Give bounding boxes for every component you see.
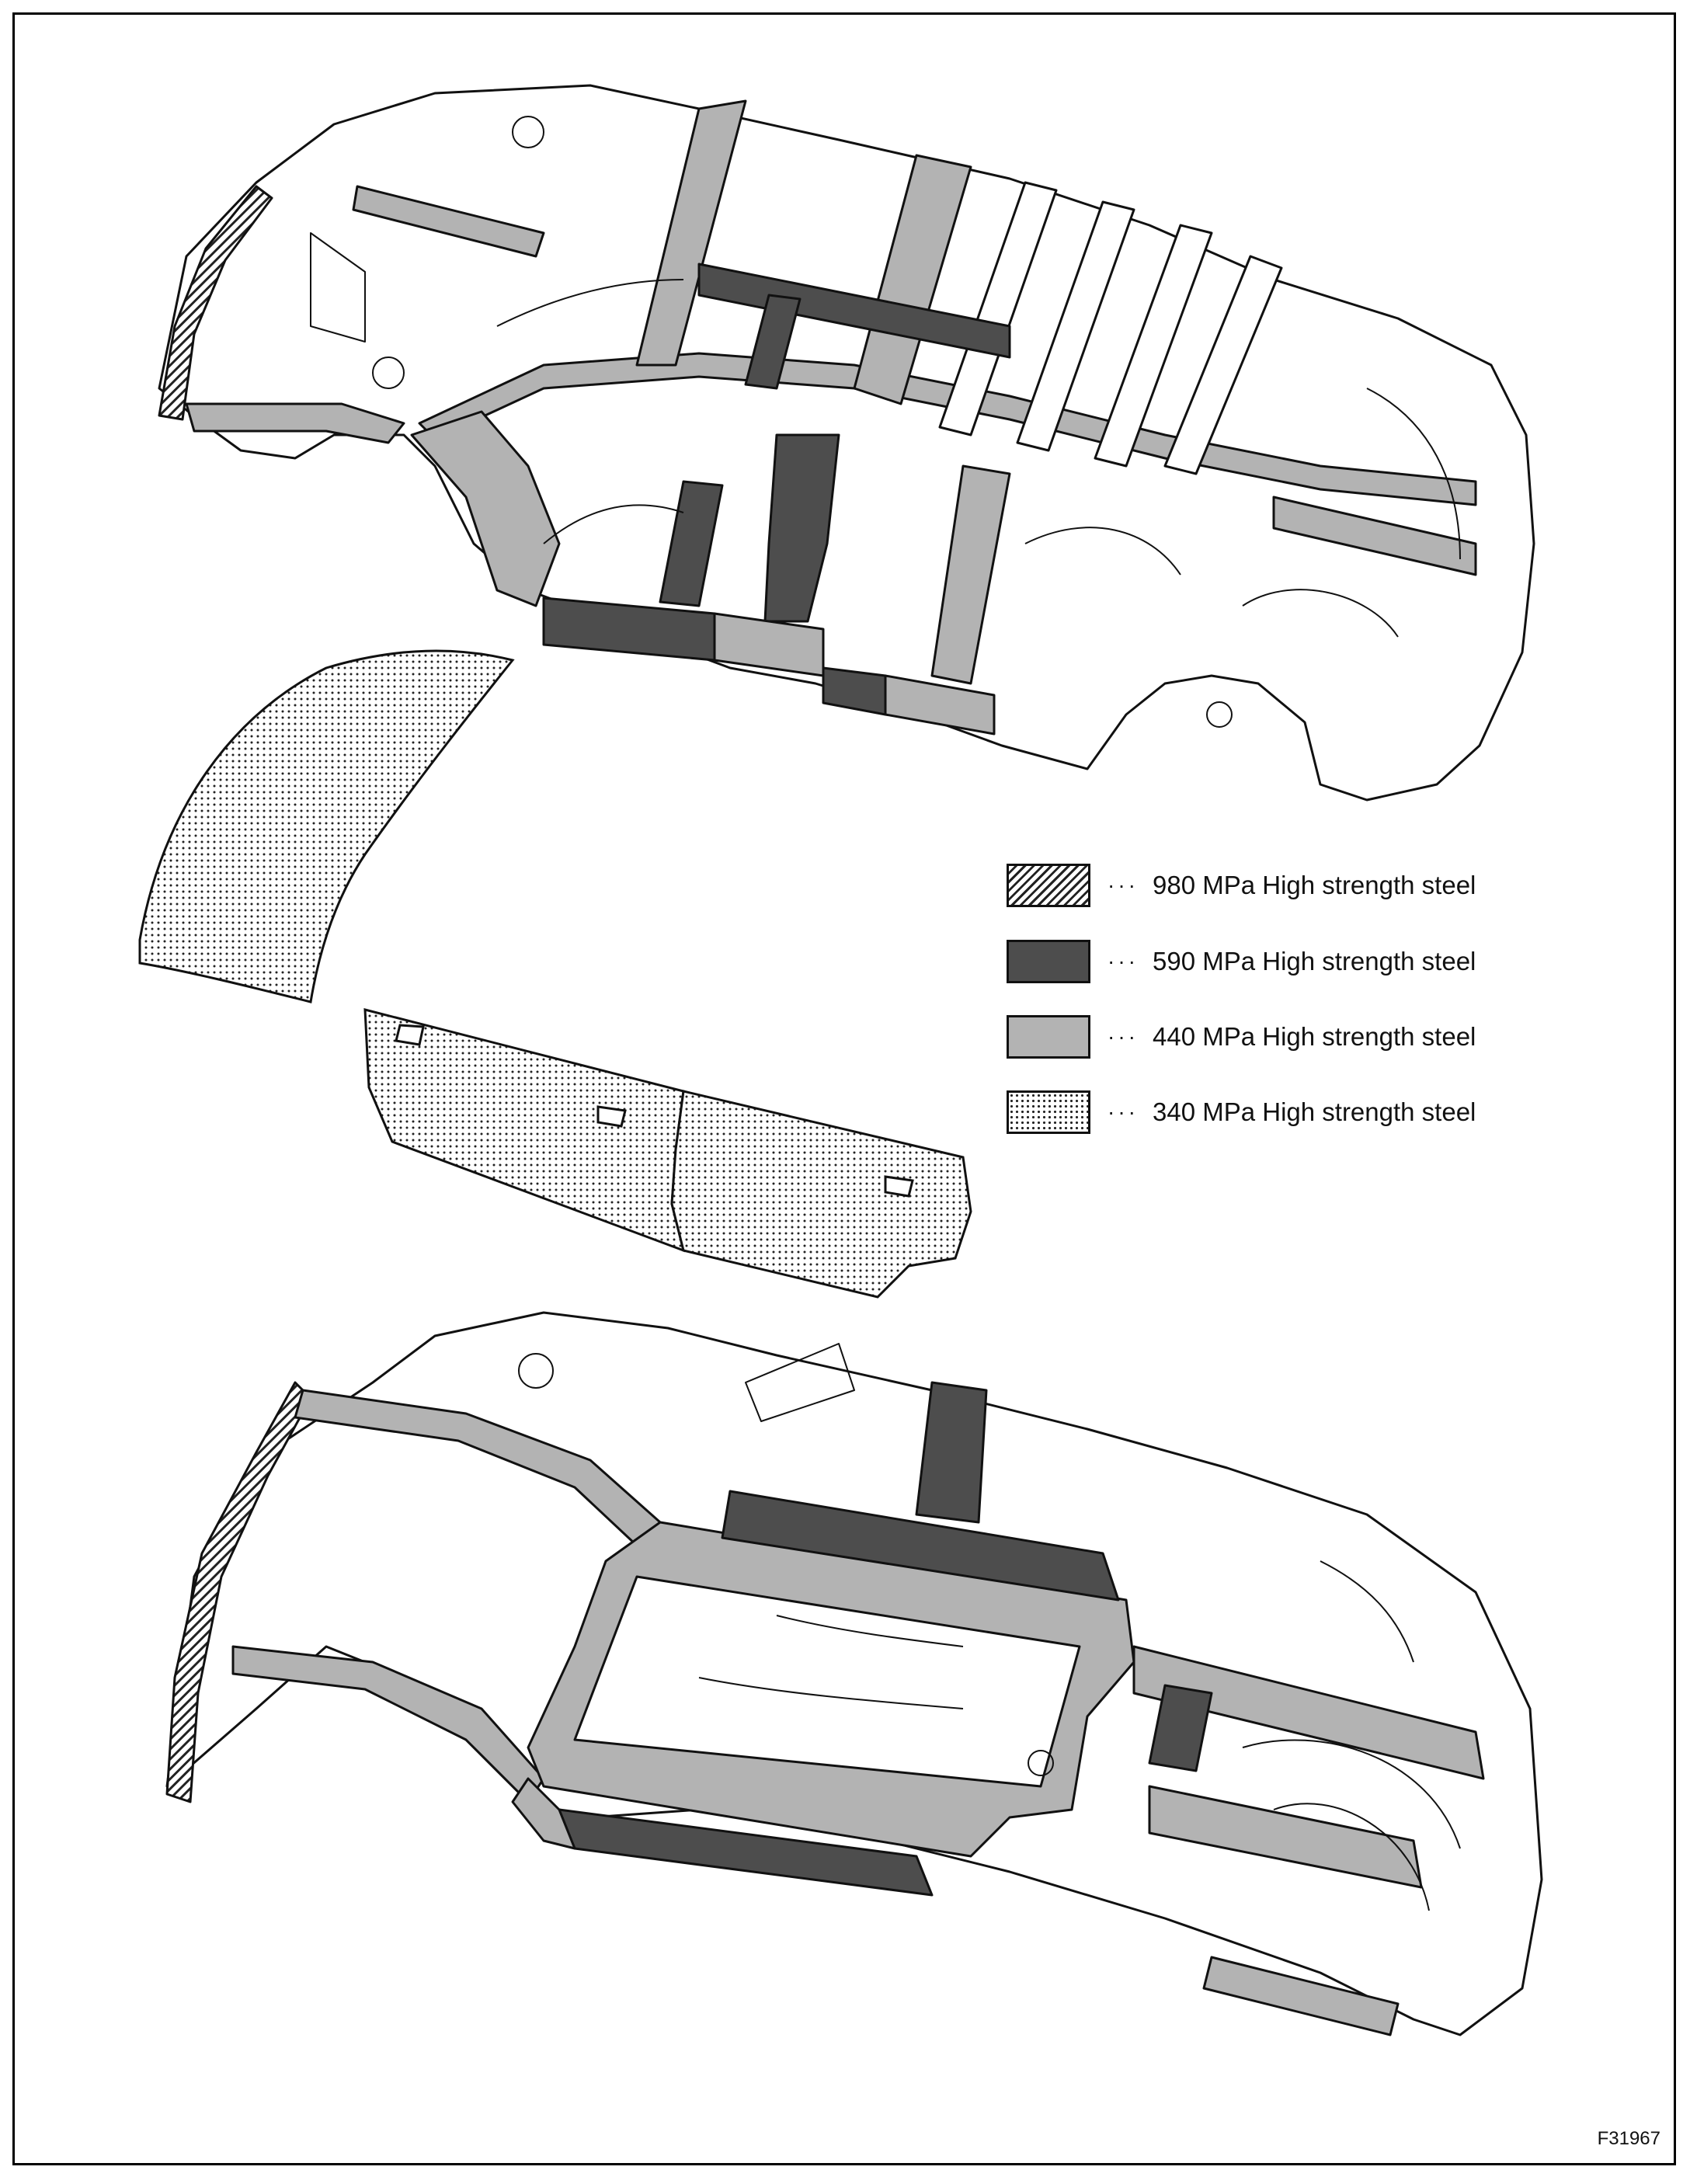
upper-body-structure — [158, 84, 1535, 802]
leader-dots: ··· — [1108, 1100, 1139, 1124]
hatched-swatch — [1007, 864, 1090, 907]
legend-label: 590 MPa High strength steel — [1152, 947, 1476, 975]
legend-label: 440 MPa High strength steel — [1152, 1022, 1476, 1051]
b-pillar-590 — [763, 433, 840, 623]
rear-door-outer-340 — [670, 1090, 972, 1299]
mirror-mount — [395, 1024, 425, 1046]
rear-crossmember-bracket-590 — [1148, 1684, 1213, 1772]
dark-gray-swatch — [1007, 940, 1090, 983]
rear-floor-member-lower-440 — [1202, 1956, 1400, 2036]
floor-pan — [573, 1575, 1081, 1788]
center-pillar-base-590 — [915, 1381, 988, 1524]
legend-item-440: ··· 440 MPa High strength steel — [1007, 1012, 1476, 1062]
rear-floor-member-440 — [1272, 496, 1477, 576]
b-pillar-inner-590 — [659, 480, 724, 607]
legend-item-340: ··· 340 MPa High strength steel — [1007, 1087, 1476, 1137]
legend-item-590: ··· 590 MPa High strength steel — [1007, 937, 1476, 986]
center-cross-member-590 — [721, 1490, 1120, 1601]
roof-bow-4 — [1016, 200, 1135, 452]
door-handle-rear — [884, 1175, 914, 1198]
roof-bow-1 — [635, 99, 747, 367]
leader-dots: ··· — [1108, 873, 1139, 897]
front-door-outer-340 — [363, 1008, 686, 1253]
legend-item-980: ··· 980 MPa High strength steel — [1007, 861, 1476, 910]
leader-dots: ··· — [1108, 1024, 1139, 1049]
roof-cross-member-590-b — [744, 294, 802, 390]
roof-cross-member-590-a — [697, 263, 1011, 359]
lower-underbody-structure — [165, 1311, 1543, 2036]
figure-id: F31967 — [1597, 2128, 1660, 2149]
rocker-panel-rear-590 — [822, 666, 887, 716]
a-pillar-440 — [410, 410, 561, 607]
rear-cross-member-440 — [1148, 1785, 1423, 1889]
front-bumper-reinforcement-980 — [158, 185, 273, 421]
roof-side-rail-440 — [418, 352, 1477, 506]
legend-label: 340 MPa High strength steel — [1152, 1097, 1476, 1126]
rocker-panel-rear-440 — [884, 674, 996, 736]
door-outer-panels-340 — [363, 1008, 972, 1299]
roof-bow-5 — [1094, 224, 1213, 468]
figure-frame — [12, 12, 1676, 2165]
side-sill-outer-440 — [511, 1777, 576, 1850]
hood-340 — [138, 649, 515, 1003]
c-pillar-440 — [930, 464, 1011, 685]
light-gray-swatch — [1007, 1015, 1090, 1059]
legend-label: 980 MPa High strength steel — [1152, 871, 1476, 899]
leader-dots: ··· — [1108, 949, 1139, 973]
rear-floor-side-member-440 — [1132, 1645, 1485, 1780]
front-side-member-440 — [185, 402, 405, 444]
front-upper-member-440 — [352, 185, 545, 258]
door-handle-front — [596, 1105, 627, 1128]
dotted-swatch — [1007, 1090, 1090, 1134]
roof-bow-6 — [1163, 255, 1283, 475]
